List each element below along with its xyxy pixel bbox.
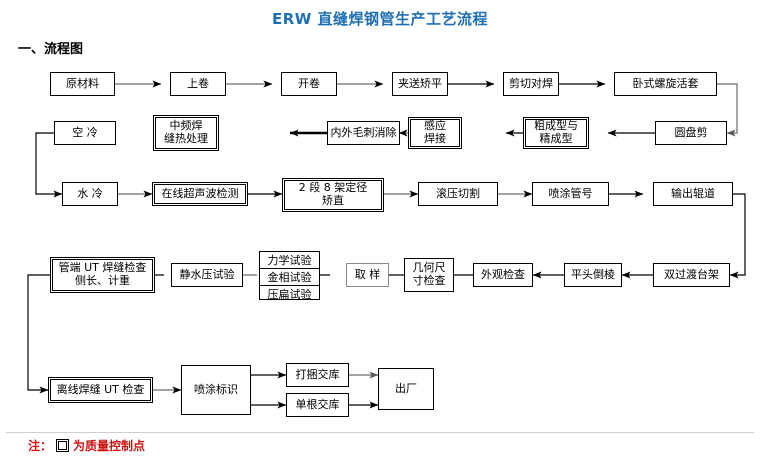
node-label: 打捆交库 bbox=[295, 367, 340, 381]
node-label: 静水压试验 bbox=[179, 267, 235, 281]
node-label-line2: 缝热处理 bbox=[164, 132, 208, 145]
node-label: 喷涂管号 bbox=[548, 186, 593, 200]
node-test-group[interactable]: 力学试验 金相试验 压扁试验 bbox=[259, 251, 320, 301]
node-label: 滚压切割 bbox=[436, 186, 480, 200]
node-facing-beveling[interactable]: 平头倒棱 bbox=[564, 263, 622, 287]
node-label: 剪切对焊 bbox=[509, 76, 553, 90]
node-shear-butt-weld[interactable]: 剪切对焊 bbox=[503, 72, 559, 96]
node-metallographic-test[interactable]: 金相试验 bbox=[260, 269, 319, 286]
node-label: 双过渡台架 bbox=[664, 267, 719, 281]
node-offline-weld-ut-inspection[interactable]: 离线焊缝 UT 检查 bbox=[48, 377, 153, 403]
node-water-cooling[interactable]: 水 冷 bbox=[62, 182, 118, 206]
legend-text: 为质量控制点 bbox=[73, 439, 146, 453]
node-label: 外观检查 bbox=[481, 267, 525, 281]
node-uncoiling[interactable]: 开卷 bbox=[281, 72, 337, 96]
node-label: 平头倒棱 bbox=[571, 267, 615, 281]
section-label: 一、流程图 bbox=[18, 42, 84, 57]
node-burr-removal[interactable]: 内外毛刺消除 bbox=[327, 121, 400, 145]
node-rough-fine-forming[interactable]: 粗成型与 精成型 bbox=[523, 117, 589, 149]
node-label-line2: 矫直 bbox=[322, 194, 344, 207]
node-label: 内外毛刺消除 bbox=[330, 125, 397, 139]
node-label: 离线焊缝 UT 检查 bbox=[56, 382, 145, 396]
node-label-line1: 管端 UT 焊缝检查 bbox=[58, 261, 147, 275]
node-disc-shear[interactable]: 圆盘剪 bbox=[655, 121, 727, 145]
node-bundle-delivery[interactable]: 打捆交库 bbox=[286, 363, 349, 387]
node-air-cooling[interactable]: 空 冷 bbox=[54, 121, 116, 145]
node-label-line2: 精成型 bbox=[539, 132, 573, 145]
node-weld-seam-heat-treatment[interactable]: 中频焊 缝热处理 bbox=[153, 115, 219, 151]
node-pipe-end-ut-weld-inspection[interactable]: 管端 UT 焊缝检查 侧长、计重 bbox=[50, 257, 155, 293]
node-label: 输出辊道 bbox=[671, 186, 715, 200]
node-hydrostatic-test[interactable]: 静水压试验 bbox=[171, 263, 243, 287]
node-single-delivery[interactable]: 单根交库 bbox=[286, 393, 349, 417]
node-label: 取 样 bbox=[354, 267, 381, 281]
node-pipe-number-spraying[interactable]: 喷涂管号 bbox=[532, 182, 609, 206]
node-label: 空 冷 bbox=[72, 125, 98, 139]
node-pinch-leveling[interactable]: 夹送矫平 bbox=[392, 72, 448, 96]
node-label-line1: 感应 bbox=[424, 119, 446, 133]
node-visual-inspection[interactable]: 外观检查 bbox=[473, 263, 533, 287]
node-induction-welding[interactable]: 感应 焊接 bbox=[408, 117, 462, 149]
node-label-line2: 侧长、计重 bbox=[75, 274, 130, 287]
node-label: 夹送矫平 bbox=[398, 76, 442, 90]
node-online-ultrasonic-testing[interactable]: 在线超声波检测 bbox=[152, 182, 248, 206]
node-label: 上卷 bbox=[187, 76, 209, 90]
node-label-line1: 中频焊 bbox=[169, 119, 203, 133]
node-ex-works[interactable]: 出厂 bbox=[378, 368, 434, 410]
node-label-line2: 焊接 bbox=[424, 132, 446, 145]
node-marking-spraying[interactable]: 喷涂标识 bbox=[181, 365, 251, 415]
legend-note: 注： 为质量控制点 bbox=[28, 437, 145, 454]
node-label-line2: 寸检查 bbox=[412, 274, 446, 287]
node-label-line1: 2 段 8 架定径 bbox=[298, 181, 368, 195]
node-output-roller-table[interactable]: 输出辊道 bbox=[653, 182, 733, 206]
node-label: 喷涂标识 bbox=[194, 382, 238, 396]
node-roll-cutting[interactable]: 滚压切割 bbox=[418, 182, 498, 206]
page-title: ERW 直缝焊钢管生产工艺流程 bbox=[271, 10, 489, 28]
node-uncoiling-load[interactable]: 上卷 bbox=[170, 72, 226, 96]
node-flattening-test[interactable]: 压扁试验 bbox=[267, 288, 312, 301]
node-sizing-straightening[interactable]: 2 段 8 架定径 矫直 bbox=[282, 178, 384, 212]
node-dimension-inspection[interactable]: 几何尺 寸检查 bbox=[404, 258, 454, 292]
node-label: 原材料 bbox=[66, 76, 99, 90]
node-label: 水 冷 bbox=[77, 186, 103, 200]
node-label: 卧式螺旋活套 bbox=[632, 76, 699, 90]
node-sampling[interactable]: 取 样 bbox=[346, 263, 389, 287]
node-label: 单根交库 bbox=[295, 397, 340, 411]
node-label: 开卷 bbox=[298, 76, 320, 90]
node-label-line1: 粗成型与 bbox=[534, 119, 578, 133]
node-label-line1: 几何尺 bbox=[412, 261, 446, 275]
node-label: 出厂 bbox=[395, 381, 417, 395]
quality-control-square-icon bbox=[56, 439, 70, 452]
node-horizontal-spiral-accumulator[interactable]: 卧式螺旋活套 bbox=[614, 72, 717, 96]
legend-prefix: 注： bbox=[28, 439, 53, 453]
node-label: 圆盘剪 bbox=[674, 125, 708, 139]
node-mechanical-test[interactable]: 力学试验 bbox=[260, 252, 319, 269]
footer-divider bbox=[6, 432, 754, 433]
node-label: 在线超声波检测 bbox=[161, 186, 239, 200]
node-double-transfer-rack[interactable]: 双过渡台架 bbox=[653, 263, 730, 287]
node-raw-material[interactable]: 原材料 bbox=[50, 72, 115, 96]
